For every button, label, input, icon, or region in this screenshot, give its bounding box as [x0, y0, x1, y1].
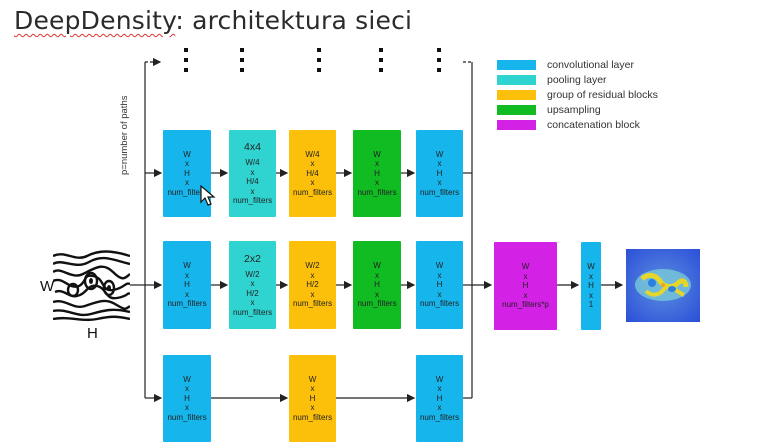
legend-item-upsampling: upsampling: [497, 104, 601, 116]
ellipsis-dots: [317, 48, 321, 78]
mouse-cursor-icon: [200, 185, 216, 206]
page-title: DeepDensity: architektura sieci: [14, 6, 413, 35]
output-density-image: [626, 249, 700, 322]
legend-item-pooling: pooling layer: [497, 74, 607, 86]
legend-item-convolutional: convolutional layer: [497, 59, 634, 71]
ellipsis-dots: [184, 48, 188, 78]
input-width-label: W: [40, 278, 55, 295]
legend-item-concatenation: concatenation block: [497, 119, 640, 131]
input-field-image: [53, 248, 130, 322]
legend-swatch: [497, 75, 536, 85]
ellipsis-dots: [437, 48, 441, 78]
paths-label: p=number of paths: [119, 95, 130, 175]
legend-swatch: [497, 60, 536, 70]
legend-swatch: [497, 90, 536, 100]
legend-swatch: [497, 120, 536, 130]
ellipsis-dots: [379, 48, 383, 78]
input-height-label: H: [87, 325, 98, 342]
ellipsis-dots: [240, 48, 244, 78]
legend-swatch: [497, 105, 536, 115]
legend-item-residual: group of residual blocks: [497, 89, 658, 101]
